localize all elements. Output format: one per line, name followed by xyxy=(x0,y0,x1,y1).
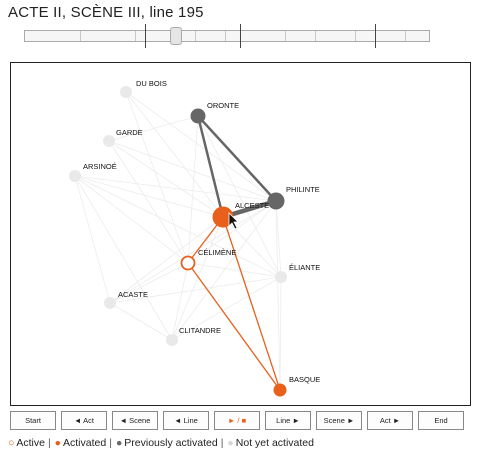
node-label-celimene: CÉLIMÈNE xyxy=(198,248,236,257)
edge-eliante-alceste xyxy=(222,216,282,278)
play-pause-button[interactable]: ► / ■ xyxy=(214,411,260,430)
node-label-alceste: ALCESTE xyxy=(235,201,269,210)
node-label-dubois: DU BOIS xyxy=(136,79,167,88)
edge-arsinoe-philinte xyxy=(74,175,277,202)
mouse-cursor-icon xyxy=(228,212,239,230)
edge-clitandre-alceste xyxy=(171,216,224,341)
edge-arsinoe-clitandre xyxy=(74,175,173,341)
next-scene-button[interactable]: Scene ► xyxy=(316,411,362,430)
previous-legend-icon: ● xyxy=(115,437,123,449)
edge-acaste-alceste xyxy=(109,216,224,304)
node-label-philinte: PHILINTE xyxy=(286,185,320,194)
edge-alceste-basque xyxy=(222,216,281,391)
node-label-clitandre: CLITANDRE xyxy=(179,326,221,335)
active-legend-icon: ○ xyxy=(8,437,15,449)
act-marker xyxy=(145,24,146,48)
nodes: DU BOIS ORONTE GARDE ARSINOÉ PHILINTE CÉ… xyxy=(69,79,320,397)
edge-dubois-alceste xyxy=(125,91,224,218)
timeline-tick xyxy=(225,31,226,41)
node-clitandre[interactable] xyxy=(166,334,178,346)
edge-dubois-philinte xyxy=(125,91,277,202)
edge-garde-philinte xyxy=(108,140,277,202)
node-eliante[interactable] xyxy=(275,271,287,283)
edge-oronte-celimene xyxy=(187,115,199,264)
legend-activated: Activated xyxy=(63,437,107,449)
edge-arsinoe-alceste xyxy=(74,175,224,218)
timeline-tick xyxy=(195,31,196,41)
node-philinte[interactable] xyxy=(267,192,285,210)
node-label-oronte: ORONTE xyxy=(207,101,239,110)
end-button[interactable]: End xyxy=(418,411,464,430)
legend-separator: | xyxy=(220,437,224,449)
node-celimene[interactable] xyxy=(180,255,196,271)
timeline-tick xyxy=(80,31,81,41)
timeline-tick xyxy=(355,31,356,41)
prev-act-button[interactable]: ◄ Act xyxy=(61,411,107,430)
node-label-eliante: ÉLIANTE xyxy=(289,263,320,272)
timeline-thumb[interactable] xyxy=(170,27,182,45)
legend-active: Active xyxy=(16,437,45,449)
edge-garde-oronte xyxy=(108,115,199,142)
edge-clitandre-celimene xyxy=(171,262,189,341)
node-label-garde: GARDE xyxy=(116,128,143,137)
edge-arsinoe-eliante xyxy=(74,175,282,278)
edge-oronte-philinte xyxy=(197,115,277,202)
legend-inactive: Not yet activated xyxy=(235,437,314,449)
edge-dubois-celimene xyxy=(125,91,189,264)
timeline-tick xyxy=(135,31,136,41)
node-label-arsinoe: ARSINOÉ xyxy=(83,162,117,171)
start-button[interactable]: Start xyxy=(10,411,56,430)
edge-garde-alceste xyxy=(108,140,224,218)
node-basque[interactable] xyxy=(273,383,287,397)
timeline-tick xyxy=(405,31,406,41)
act-marker xyxy=(375,24,376,48)
edge-garde-celimene xyxy=(108,140,189,264)
inactive-legend-icon: ● xyxy=(227,437,234,449)
edge-acaste-philinte xyxy=(109,200,277,304)
legend-separator: | xyxy=(109,437,112,449)
edge-arsinoe-acaste xyxy=(74,175,111,304)
next-line-button[interactable]: Line ► xyxy=(265,411,311,430)
edge-acaste-eliante xyxy=(109,276,282,304)
edge-oronte-eliante xyxy=(197,115,282,278)
edge-arsinoe-celimene xyxy=(74,175,189,264)
timeline-tick xyxy=(315,31,316,41)
node-arsinoe[interactable] xyxy=(69,170,81,182)
faint-edges xyxy=(74,91,282,391)
legend-separator: | xyxy=(47,437,51,449)
act-marker xyxy=(240,24,241,48)
edge-oronte-alceste xyxy=(196,115,225,218)
edge-clitandre-philinte xyxy=(171,200,277,341)
edge-acaste-celimene xyxy=(109,262,189,304)
node-label-acaste: ACASTE xyxy=(118,290,148,299)
scene-title: ACTE II, SCÈNE III, line 195 xyxy=(8,4,204,21)
timeline-tick xyxy=(285,31,286,41)
node-label-basque: BASQUE xyxy=(289,375,320,384)
edge-eliante-philinte xyxy=(275,200,282,278)
playback-controls: Start ◄ Act ◄ Scene ◄ Line ► / ■ Line ► … xyxy=(10,411,475,431)
node-alceste[interactable] xyxy=(212,206,234,228)
edge-clitandre-eliante xyxy=(171,276,282,341)
next-act-button[interactable]: Act ► xyxy=(367,411,413,430)
edge-eliante-celimene xyxy=(187,262,282,278)
edge-philinte-basque xyxy=(275,200,281,391)
edge-philinte-celimene xyxy=(187,200,277,264)
edge-celimene-basque xyxy=(187,262,281,391)
node-dubois[interactable] xyxy=(120,86,132,98)
legend: ○Active|●Activated|●Previously activated… xyxy=(8,437,314,449)
node-acaste[interactable] xyxy=(104,297,116,309)
activated-legend-icon: ● xyxy=(54,437,62,449)
character-network-graph: DU BOIS ORONTE GARDE ARSINOÉ PHILINTE CÉ… xyxy=(10,62,471,406)
prev-scene-button[interactable]: ◄ Scene xyxy=(112,411,158,430)
node-oronte[interactable] xyxy=(190,108,206,124)
legend-previous: Previously activated xyxy=(124,437,218,449)
edge-acaste-clitandre xyxy=(109,302,173,341)
prev-line-button[interactable]: ◄ Line xyxy=(163,411,209,430)
network-svg: DU BOIS ORONTE GARDE ARSINOÉ PHILINTE CÉ… xyxy=(69,79,320,397)
node-garde[interactable] xyxy=(103,135,115,147)
timeline-slider[interactable] xyxy=(24,24,430,48)
edge-eliante-basque xyxy=(279,276,282,391)
